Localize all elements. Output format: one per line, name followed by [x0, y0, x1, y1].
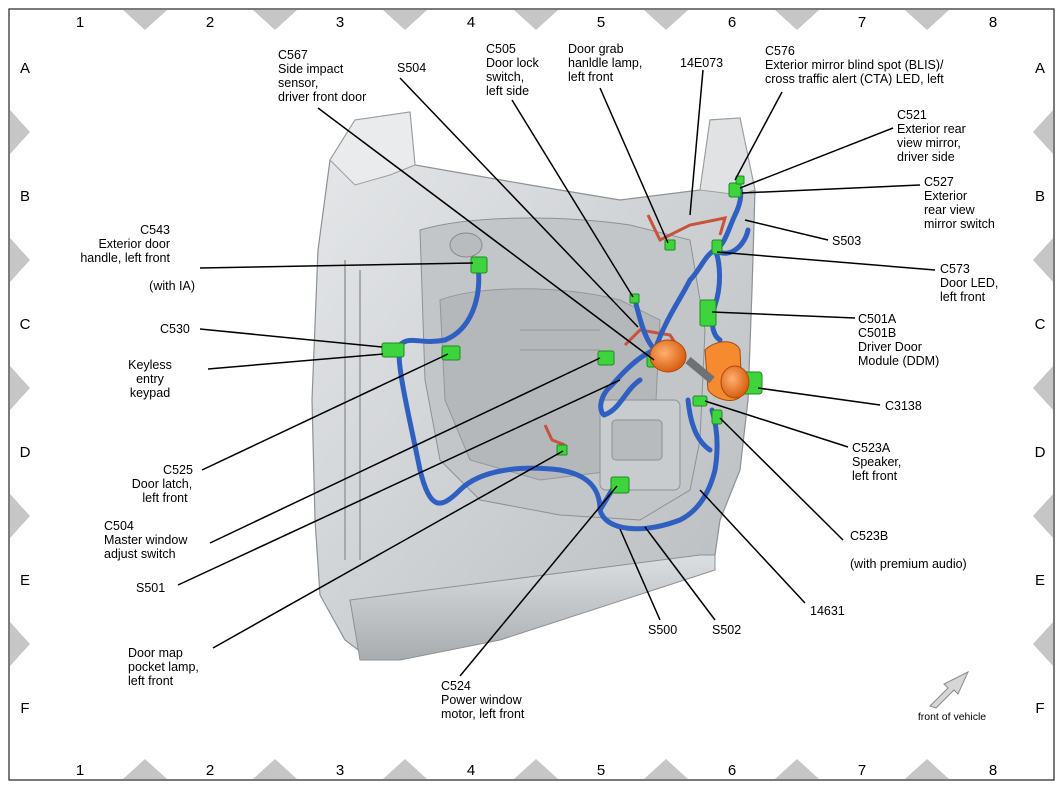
grid-column-label: 6: [728, 14, 736, 31]
harness-blue: [396, 185, 751, 532]
grid-marker-bottom: [644, 759, 688, 779]
grid-row-label: F: [1035, 700, 1044, 717]
grid-marker-top: [905, 10, 949, 30]
grid-marker-right: [1033, 366, 1053, 410]
grid-column-label: 2: [206, 762, 214, 779]
grid-column-label: 5: [597, 14, 605, 31]
grid-marker-right: [1033, 110, 1053, 154]
label-c523b: C523B(with premium audio): [850, 529, 967, 571]
grid-column-label: 6: [728, 762, 736, 779]
diagram-frame: [8, 8, 1055, 781]
grid-row-label: A: [20, 60, 30, 77]
grid-marker-top: [123, 10, 167, 30]
grid-column-label: 3: [336, 14, 344, 31]
grid-marker-bottom: [514, 759, 558, 779]
grid-row-label: E: [20, 572, 30, 589]
grid-marker-left: [10, 110, 30, 154]
label-s502: S502: [712, 623, 741, 637]
grid-marker-bottom: [383, 759, 427, 779]
grid-marker-bottom: [905, 759, 949, 779]
grid-marker-top: [644, 10, 688, 30]
grid-column-label: 4: [467, 14, 475, 31]
grid-column-label: 8: [989, 14, 997, 31]
grid-marker-left: [10, 494, 30, 538]
grid-marker-top: [775, 10, 819, 30]
grid-column-label: 2: [206, 14, 214, 31]
label-s501: S501: [136, 581, 165, 595]
grid-row-label: C: [1035, 316, 1046, 333]
grid-row-label: B: [20, 188, 30, 205]
front-of-vehicle-label: front of vehicle: [918, 711, 986, 723]
grid-marker-left: [10, 238, 30, 282]
grid-marker-right: [1033, 622, 1053, 666]
label-s503: S503: [832, 234, 861, 248]
grid-column-label: 1: [76, 14, 84, 31]
label-e14e073: 14E073: [680, 56, 723, 70]
grid-marker-right: [1033, 494, 1053, 538]
grid-marker-top: [514, 10, 558, 30]
label-c3138: C3138: [885, 399, 922, 413]
grid-row-label: C: [20, 316, 31, 333]
leader-lines: [177, 69, 936, 677]
grid-marker-bottom: [253, 759, 297, 779]
grid-marker-bottom: [775, 759, 819, 779]
grid-row-label: E: [1035, 572, 1045, 589]
grid-row-label: D: [1035, 444, 1046, 461]
grid-column-label: 4: [467, 762, 475, 779]
label-s500: S500: [648, 623, 677, 637]
grid-column-label: 8: [989, 762, 997, 779]
grid-marker-left: [10, 622, 30, 666]
grid-row-label: A: [1035, 60, 1045, 77]
grid-marker-left: [10, 366, 30, 410]
grid-marker-bottom: [123, 759, 167, 779]
grid-marker-top: [253, 10, 297, 30]
label-n14631: 14631: [810, 604, 845, 618]
grid-column-label: 7: [858, 762, 866, 779]
grid-row-label: D: [20, 444, 31, 461]
grid-row-label: F: [20, 700, 29, 717]
grid-marker-right: [1033, 238, 1053, 282]
grid-markers: [10, 10, 1053, 779]
grid-column-label: 1: [76, 762, 84, 779]
front-of-vehicle-indicator: front of vehicle: [918, 670, 986, 723]
grid-marker-top: [383, 10, 427, 30]
grid-column-label: 5: [597, 762, 605, 779]
label-s504: S504: [397, 61, 426, 75]
door-inner-panel: [311, 111, 756, 661]
front-arrow-icon: [929, 670, 970, 709]
grid-row-label: B: [1035, 188, 1045, 205]
grid-column-label: 3: [336, 762, 344, 779]
connectors: [381, 175, 763, 494]
grid-column-label: 7: [858, 14, 866, 31]
label-c530: C530: [160, 322, 190, 336]
